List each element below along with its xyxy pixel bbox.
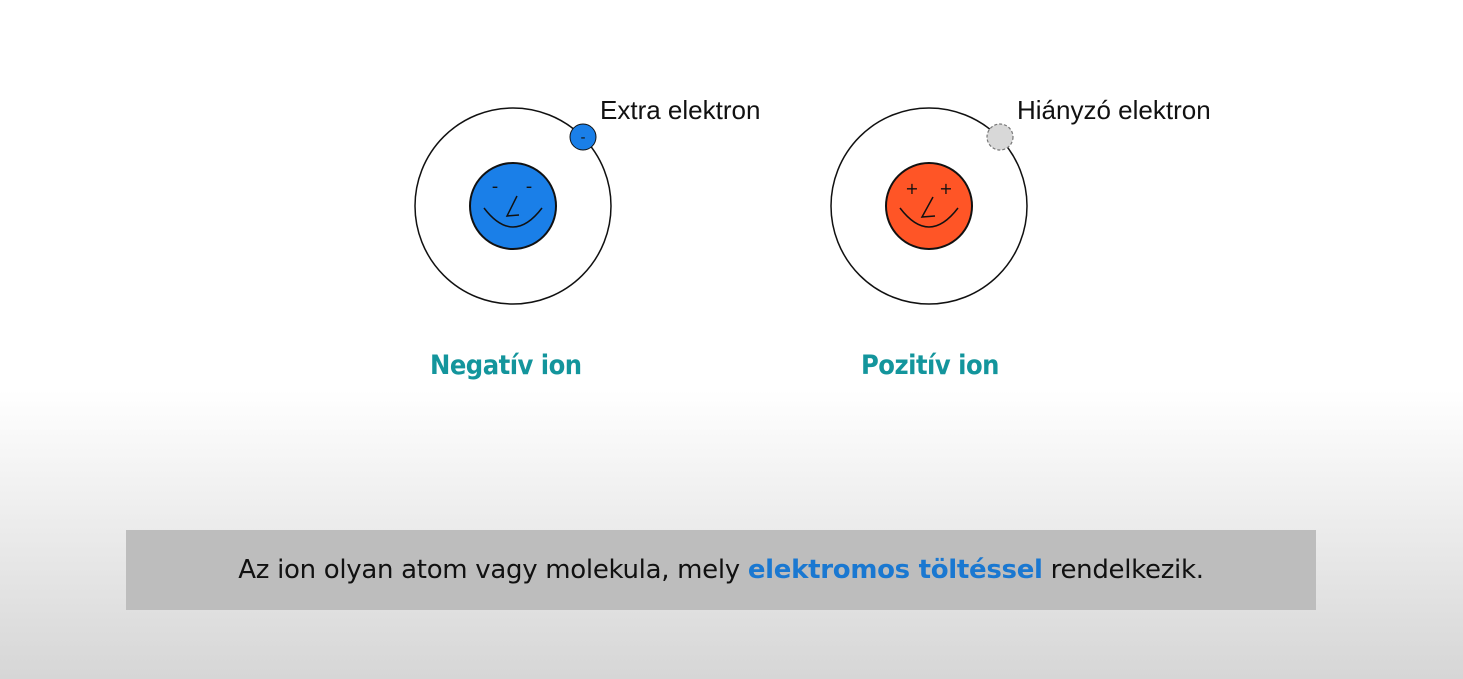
caption-text: Az ion olyan atom vagy molekula, mely el… <box>238 555 1204 585</box>
negative-ion-face-sign-left: - <box>492 176 499 197</box>
missing-electron <box>986 123 1014 151</box>
extra-electron-callout: Extra elektron <box>600 95 761 125</box>
negative-ion-face-nose <box>505 195 520 217</box>
missing-electron-callout: Hiányzó elektron <box>1017 95 1211 125</box>
caption-highlight: elektromos töltéssel <box>747 555 1043 585</box>
positive-ion-nucleus <box>885 162 973 250</box>
extra-electron <box>569 123 597 151</box>
negative-ion-atom: - - - <box>414 107 612 305</box>
negative-ion-face-smile <box>483 207 543 228</box>
positive-ion-face-smile <box>899 207 959 228</box>
caption-text-before: Az ion olyan atom vagy molekula, mely <box>238 555 748 585</box>
negative-ion-orbit <box>414 107 612 305</box>
positive-ion-atom: + + <box>830 107 1028 305</box>
negative-ion-nucleus <box>469 162 557 250</box>
positive-ion-label: Pozitív ion <box>861 350 999 381</box>
positive-ion-face-sign-right: + <box>939 179 952 198</box>
caption-text-after: rendelkezik. <box>1042 555 1204 585</box>
caption-bar: Az ion olyan atom vagy molekula, mely el… <box>126 530 1316 610</box>
positive-ion-face-nose <box>920 196 936 218</box>
extra-electron-sign: - <box>580 130 585 146</box>
positive-ion-orbit <box>830 107 1028 305</box>
positive-ion-face-sign-left: + <box>905 179 918 198</box>
negative-ion-label: Negatív ion <box>430 350 582 381</box>
negative-ion-face-sign-right: - <box>526 176 533 197</box>
